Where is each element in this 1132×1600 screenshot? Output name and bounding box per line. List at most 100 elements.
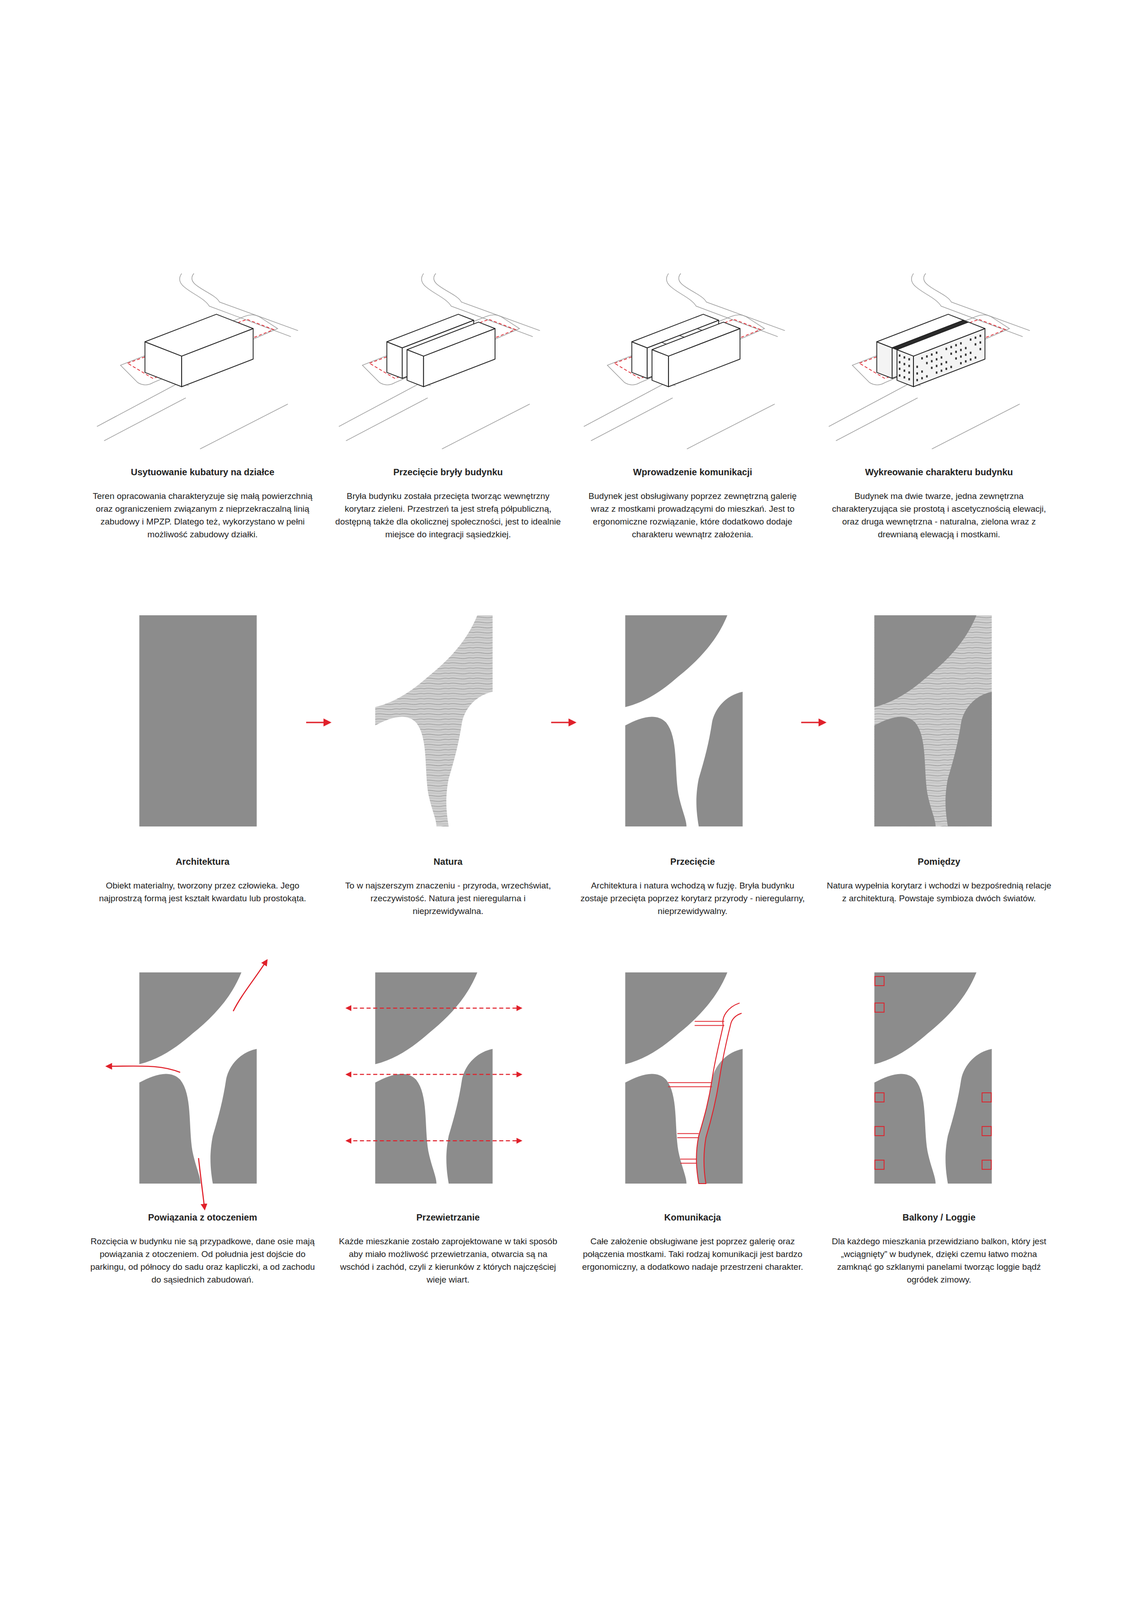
site-axonometry [97,273,299,450]
panel-title: Pomiędzy [824,855,1054,868]
balcony [874,1003,884,1013]
window [903,369,906,372]
panel-title: Architektura [88,855,317,868]
panel-description: Teren opracowania charakteryzuje się mał… [88,490,317,542]
balcony [981,1160,992,1170]
balcony-plan [874,972,992,1185]
window [950,365,953,369]
building-mass [625,1074,687,1185]
cut-block [625,615,743,827]
panel-title: Balkony / Loggie [824,1211,1054,1224]
building-mass [139,615,257,827]
panel-description: Każde mieszkanie zostało zaprojektowane … [333,1235,563,1287]
panel-description: Całe założenie obsługiwane jest poprzez … [578,1235,807,1274]
window [970,351,972,355]
building-mass [210,1049,257,1185]
window [930,353,933,356]
building-roof [406,322,496,356]
window [945,348,948,351]
window [940,369,943,372]
window [974,336,977,340]
window [945,367,948,371]
window [950,352,953,355]
ventilation-plan [346,972,522,1185]
window [935,365,938,368]
road-line [442,404,530,449]
building-roof [897,322,986,356]
window [930,359,933,363]
in-between-block [874,615,992,827]
window [979,334,982,338]
building-mass [375,972,478,1065]
window [965,353,967,356]
panel-title: Komunikacja [578,1211,807,1224]
road-line [199,404,288,449]
nature-band [375,615,493,827]
balcony [981,1126,992,1137]
nature-texture [375,615,493,827]
bridge-line [679,335,684,338]
window [921,377,924,380]
airflow-arrow [346,1007,522,1009]
panel-title: Przecięcie [578,855,807,868]
window [935,371,938,374]
window [908,365,911,368]
panel-description: Natura wypełnia korytarz i wchodzi w bez… [824,879,1054,906]
window [955,350,958,354]
nature-band [874,615,992,827]
window [898,374,901,377]
panel-description: Rozcięcia w budynku nie są przypadkowe, … [88,1235,317,1287]
window [979,348,982,351]
building-mass [625,615,728,708]
connections-plan [106,960,267,1210]
building-roof [652,322,741,356]
building-mass [945,1049,992,1185]
sequence-arrow [306,722,330,724]
window [965,360,967,363]
panel-description: To w najszerszym znaczeniu - przyroda, w… [333,879,563,919]
bridge [667,1083,712,1088]
window [908,358,911,361]
window [959,349,962,352]
connection-arrow [198,1158,205,1210]
road-line [590,397,673,441]
building-roof [145,314,254,357]
window [916,365,919,369]
window [898,367,901,371]
connection-arrow [106,1066,181,1073]
window [908,371,911,374]
panel-description: Budynek jest obsługiwany poprzez zewnętr… [578,490,807,542]
building-mass [625,716,687,827]
bridge [677,1133,699,1138]
window [955,357,958,360]
window [908,378,911,381]
sequence-arrow [801,722,825,724]
panel-title: Natura [333,855,563,868]
window [979,341,982,344]
window [959,342,962,345]
window [935,351,938,355]
panel-description: Architektura i natura wchodzą w fuzję. B… [578,879,807,919]
window [898,361,901,364]
window [955,344,958,347]
bridge [694,1021,725,1026]
road-line [835,397,918,441]
building-mass [874,972,977,1065]
window [940,363,943,366]
circulation-plan [625,972,743,1185]
bridge [680,1159,697,1164]
road-line [687,404,775,449]
panel-description: Budynek ma dwie twarze, jedna zewnętrzna… [824,490,1054,542]
balcony [874,1126,884,1137]
panel-description: Obiekt materialny, tworzony przez człowi… [88,879,317,906]
window [974,356,977,360]
bridge-line [661,342,667,345]
road-line [931,404,1020,449]
window [903,376,906,379]
panel-title: Usytuowanie kubatury na działce [88,466,317,479]
airflow-arrow [346,1074,522,1076]
window [940,356,943,359]
panel-title: Wykreowanie charakteru budynku [824,466,1054,479]
window [965,347,967,350]
window [926,355,929,358]
